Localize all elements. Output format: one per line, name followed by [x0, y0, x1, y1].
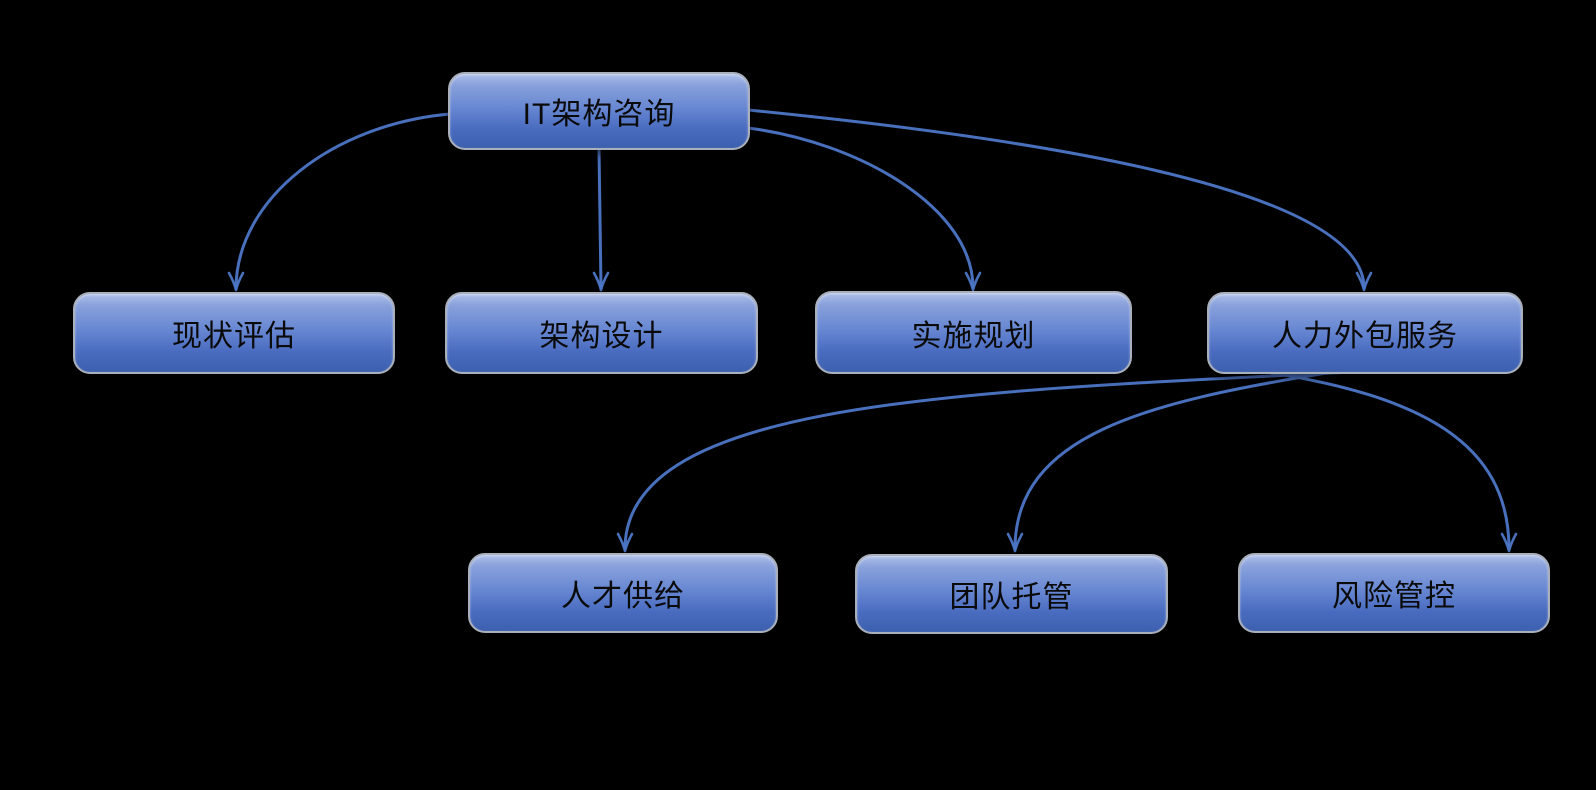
node-implementation-planning[interactable]: 实施规划 [815, 291, 1132, 374]
node-label: 人才供给 [561, 580, 685, 613]
node-label: 团队托管 [949, 581, 1074, 614]
edge-outsourcing-to-talent [616, 370, 1354, 553]
node-label: 架构设计 [539, 320, 664, 353]
edge-root-to-plan [746, 126, 982, 292]
node-label: 现状评估 [172, 320, 296, 353]
edge-root-to-design [592, 147, 610, 292]
node-it-architecture-consulting[interactable]: IT架构咨询 [448, 72, 750, 150]
edge-outsourcing-to-risk [1264, 370, 1518, 553]
node-hr-outsourcing-service[interactable]: 人力外包服务 [1207, 292, 1523, 374]
node-label: 风险管控 [1332, 580, 1456, 613]
node-label: IT架构咨询 [522, 98, 676, 131]
node-team-hosting[interactable]: 团队托管 [855, 554, 1168, 634]
edge-root-to-outsourcing [746, 108, 1373, 292]
node-architecture-design[interactable]: 架构设计 [445, 292, 758, 374]
node-label: 人力外包服务 [1272, 320, 1458, 353]
node-risk-control[interactable]: 风险管控 [1238, 553, 1550, 633]
node-label: 实施规划 [911, 319, 1036, 353]
edge-root-to-assess [227, 112, 452, 292]
node-current-state-assessment[interactable]: 现状评估 [73, 292, 395, 374]
edge-outsourcing-to-team [1006, 370, 1335, 553]
node-talent-supply[interactable]: 人才供给 [468, 553, 778, 633]
